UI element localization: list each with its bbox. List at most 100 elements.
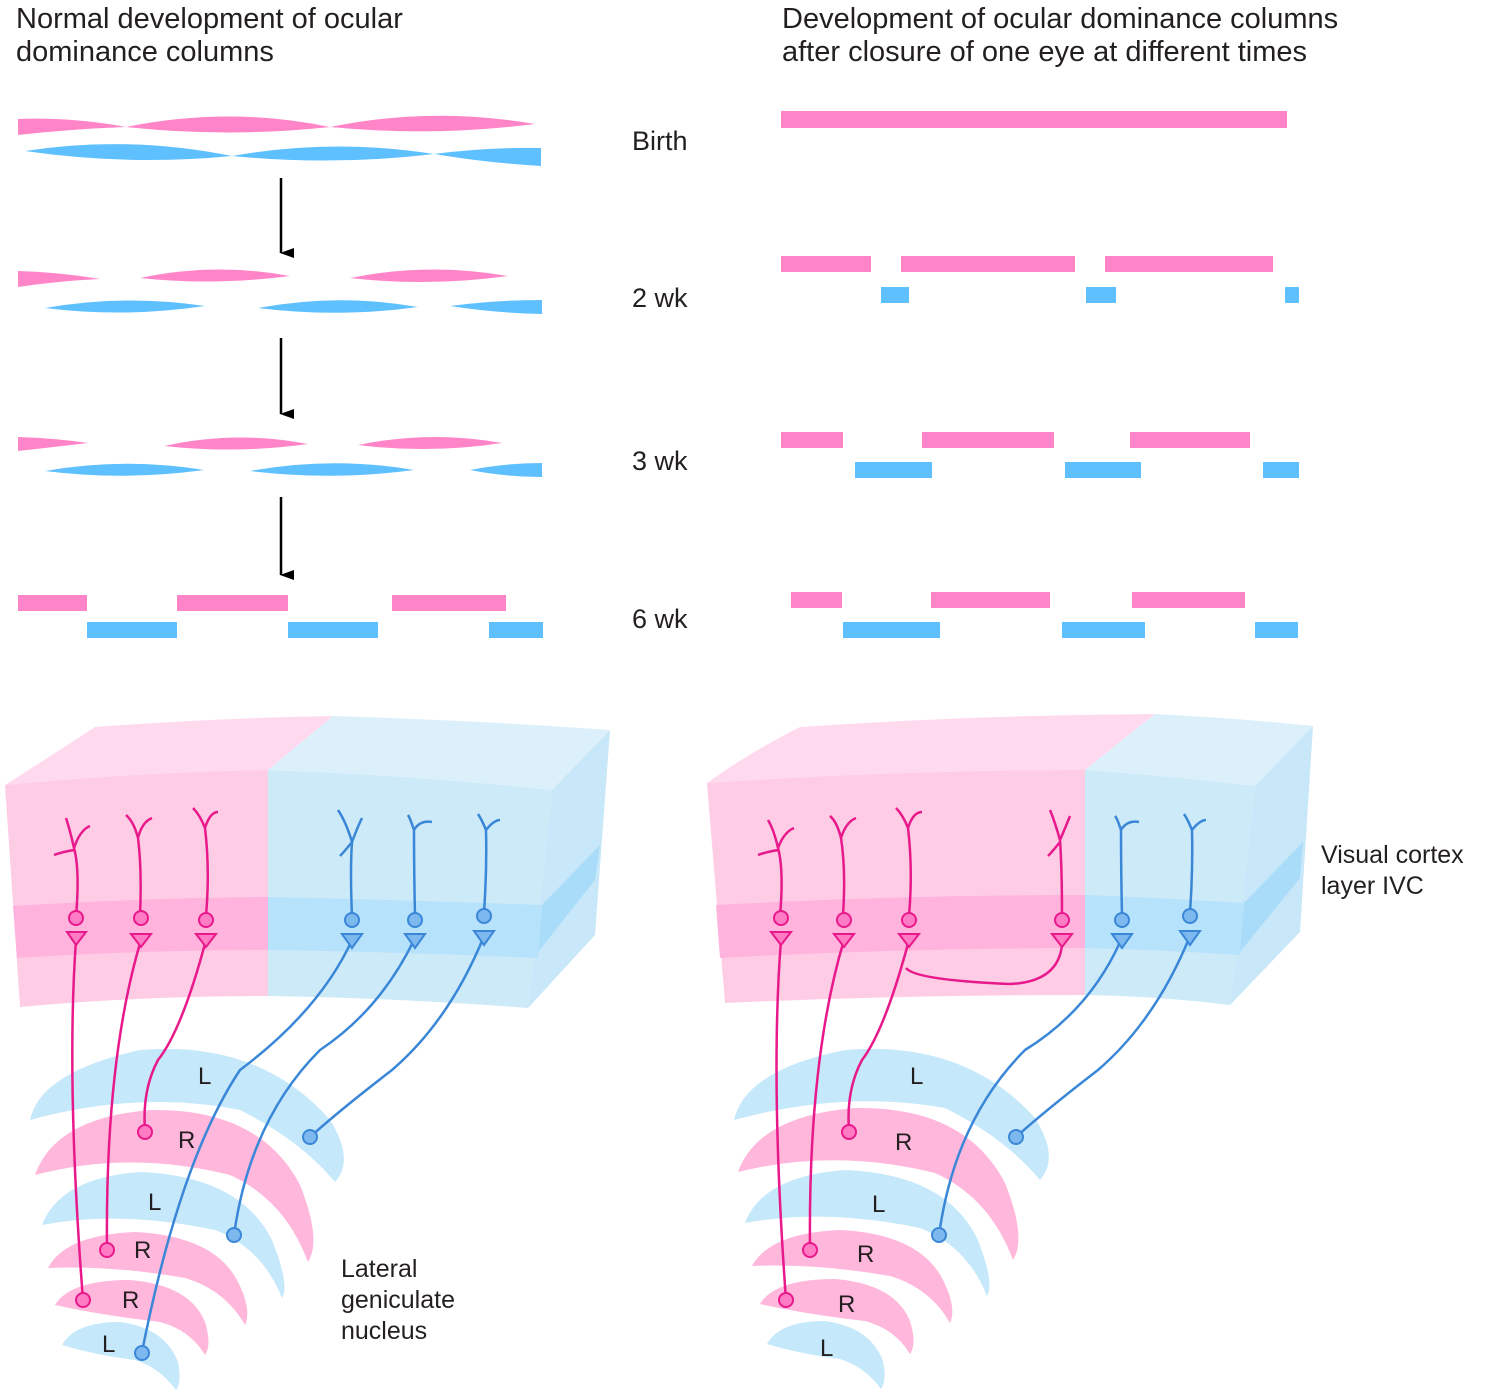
cortex-side-band — [1240, 842, 1303, 952]
blue-lgn-cell — [302, 1129, 318, 1145]
closure-3wk-row — [781, 432, 1299, 478]
stage-label-3wk: 3 wk — [632, 446, 688, 476]
pink-neuron — [847, 807, 1064, 1131]
cortex-label-line-1: Visual cortex — [1321, 841, 1464, 869]
cortex-block-normal — [5, 716, 610, 1008]
lgn-layer-R — [738, 1107, 1019, 1260]
pink-column — [791, 592, 842, 608]
blue-lgn-cell — [931, 1227, 947, 1243]
blue-column — [45, 463, 204, 476]
lgn-layer-label: L — [102, 1331, 115, 1358]
blue-terminal — [403, 933, 427, 950]
pink-column — [330, 115, 535, 132]
lgn-layer-L — [767, 1321, 885, 1389]
pink-soma — [133, 910, 149, 926]
blue-terminal — [1110, 933, 1134, 950]
blue-soma — [344, 912, 360, 928]
blue-terminal — [1178, 930, 1202, 947]
blue-terminal — [472, 930, 496, 947]
pink-column — [1105, 256, 1273, 272]
pink-terminal — [193, 933, 219, 949]
lgn-layer-R — [55, 1280, 209, 1355]
pink-terminal — [831, 933, 857, 949]
blue-column — [45, 300, 205, 313]
pink-neuron — [143, 807, 219, 1131]
left-title: Normal development of ocular dominance c… — [16, 3, 403, 69]
cortex-label-line-2: layer IVC — [1321, 872, 1424, 900]
pink-neuron — [105, 814, 153, 1251]
blue-soma — [407, 912, 423, 928]
lgn-layer-R — [752, 1230, 953, 1323]
cortex-top-pink — [707, 714, 1155, 783]
pink-soma — [901, 912, 917, 928]
neurons-normal — [53, 807, 501, 1353]
pink-column — [18, 271, 100, 287]
blue-column — [87, 622, 177, 638]
cortex-side-band — [538, 845, 600, 952]
closure-birth-row — [781, 111, 1287, 128]
pink-column — [140, 269, 290, 282]
blue-neuron — [140, 809, 364, 1353]
pink-soma — [836, 912, 852, 928]
pink-neuron — [808, 815, 857, 1251]
layer-ivc-blue — [1085, 895, 1244, 955]
lgn-label-line-2: geniculate — [341, 1286, 455, 1314]
cortex-front-pink — [707, 770, 1085, 1003]
pink-column — [126, 116, 330, 133]
pink-column — [18, 437, 88, 451]
pink-lgn-cell — [802, 1242, 818, 1258]
pink-column — [922, 432, 1054, 448]
lgn-layer-R — [760, 1279, 914, 1354]
pink-column — [1132, 592, 1245, 608]
blue-column — [1255, 622, 1298, 638]
stage-label-birth: Birth — [632, 126, 688, 156]
lgn-layer-L — [734, 1048, 1049, 1180]
stage-label-6wk: 6 wk — [632, 604, 688, 634]
lgn-label-line-1: Lateral — [341, 1255, 418, 1283]
blue-column — [855, 462, 932, 478]
pink-column — [358, 436, 502, 450]
lgn-layer-L — [745, 1170, 990, 1296]
cortex-block-closure — [707, 714, 1313, 1005]
blue-column — [258, 300, 418, 313]
pink-terminal — [768, 931, 794, 947]
blue-lgn-cell — [134, 1345, 150, 1361]
blue-column — [250, 463, 414, 476]
pink-column — [18, 118, 126, 135]
pink-terminal — [128, 933, 154, 949]
lgn-layer-label: L — [910, 1063, 923, 1090]
pink-soma — [68, 910, 84, 926]
lgn-layer-label: R — [134, 1237, 151, 1264]
lgn-label-line-3: nucleus — [341, 1317, 428, 1345]
blue-column — [470, 463, 542, 477]
closure-6wk-row — [791, 592, 1298, 638]
lgn-layer-R — [48, 1232, 248, 1325]
right-title-line-2: after closure of one eye at different ti… — [782, 36, 1307, 68]
pink-terminal — [65, 931, 89, 947]
closure-2wk-row — [781, 256, 1299, 303]
lgn-layer-label: L — [198, 1063, 211, 1090]
pink-lgn-cell — [75, 1292, 91, 1308]
blue-column — [489, 622, 543, 638]
right-title: Development of ocular dominance columns … — [782, 3, 1338, 69]
pink-column — [392, 595, 506, 611]
pink-lgn-cell — [99, 1242, 115, 1258]
blue-column — [1086, 287, 1116, 303]
blue-neuron — [309, 813, 501, 1138]
pink-neuron-shifted — [1047, 809, 1072, 917]
blue-column — [1062, 622, 1145, 638]
normal-2wk-row — [18, 269, 542, 314]
layer-ivc-blue — [268, 897, 542, 958]
pink-column — [901, 256, 1075, 272]
lgn-layer-label: R — [178, 1127, 195, 1154]
blue-column — [232, 146, 434, 161]
blue-column — [25, 144, 232, 160]
normal-3wk-row — [18, 436, 542, 477]
pink-lgn-cell — [778, 1292, 794, 1308]
blue-neuron — [232, 814, 433, 1236]
lgn-layer-label: R — [895, 1129, 912, 1156]
normal-birth-row — [18, 115, 541, 166]
blue-column — [1065, 462, 1141, 478]
blue-soma — [1114, 912, 1130, 928]
